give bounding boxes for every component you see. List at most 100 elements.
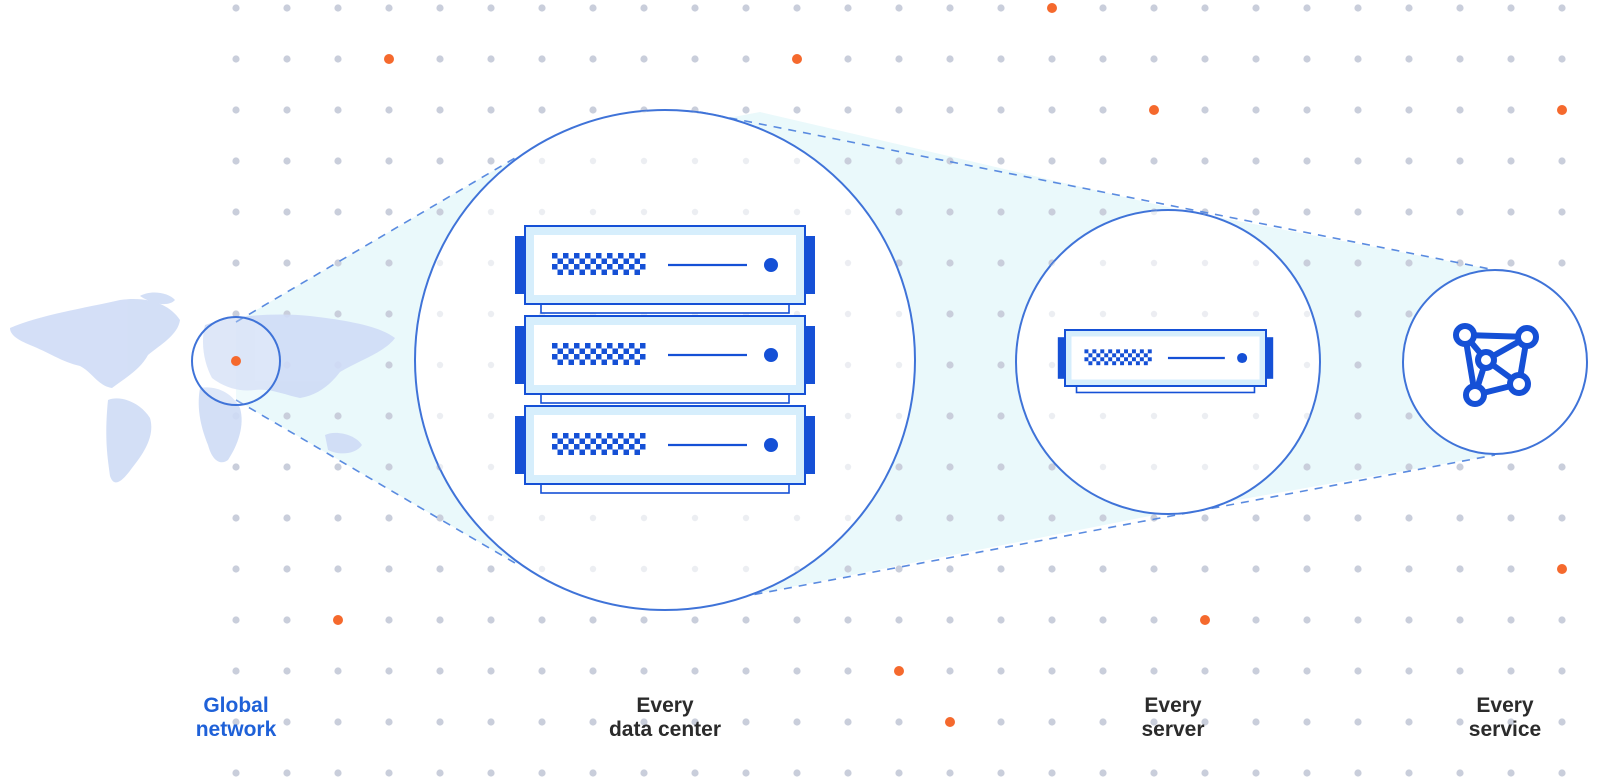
- grid-dot: [844, 769, 852, 777]
- grid-dot: [232, 514, 240, 522]
- grid-dot: [1456, 769, 1464, 777]
- grid-dot: [691, 55, 699, 63]
- grid-dot: [997, 55, 1005, 63]
- grid-dot: [1252, 55, 1260, 63]
- grid-dot: [1507, 463, 1515, 471]
- grid-dot: [1507, 667, 1515, 675]
- caption-every-server: Every server: [1063, 694, 1283, 742]
- grid-dot: [1099, 769, 1107, 777]
- grid-dot: [385, 361, 393, 369]
- grid-dot: [1405, 4, 1413, 12]
- grid-dot: [283, 259, 291, 267]
- grid-dot: [1252, 667, 1260, 675]
- grid-dot: [1405, 208, 1413, 216]
- grid-dot: [232, 55, 240, 63]
- grid-dot: [385, 718, 393, 726]
- grid-dot: [946, 412, 954, 420]
- grid-dot: [1048, 514, 1056, 522]
- caption-global-network: Global network: [126, 694, 346, 742]
- grid-dot: [1507, 106, 1515, 114]
- grid-dot: [742, 616, 750, 624]
- grid-dot: [1150, 157, 1158, 165]
- grid-dot: [997, 106, 1005, 114]
- grid-dot: [1507, 259, 1515, 267]
- grid-dot: [946, 565, 954, 573]
- grid-dot: [1303, 514, 1311, 522]
- grid-dot: [283, 667, 291, 675]
- grid-dot: [1354, 718, 1362, 726]
- grid-dot: [385, 514, 393, 522]
- grid-dot: [1507, 616, 1515, 624]
- caption-service-line1: Every: [1476, 694, 1534, 717]
- global-network-node: [191, 316, 281, 406]
- grid-dot: [997, 412, 1005, 420]
- grid-dot: [1456, 4, 1464, 12]
- grid-dot: [895, 565, 903, 573]
- highlight-dot: [1557, 105, 1567, 115]
- grid-dot: [334, 565, 342, 573]
- server-unit: [515, 315, 815, 404]
- grid-dot: [895, 55, 903, 63]
- grid-dot: [691, 4, 699, 12]
- grid-dot: [742, 4, 750, 12]
- grid-dot: [1150, 667, 1158, 675]
- grid-dot: [1456, 514, 1464, 522]
- grid-dot: [232, 106, 240, 114]
- grid-dot: [1354, 514, 1362, 522]
- grid-dot: [1099, 565, 1107, 573]
- grid-dot: [895, 718, 903, 726]
- caption-every-data-center: Every data center: [555, 694, 775, 742]
- grid-dot: [1507, 55, 1515, 63]
- grid-dot: [334, 667, 342, 675]
- grid-dot: [997, 514, 1005, 522]
- grid-dot: [334, 4, 342, 12]
- grid-dot: [1048, 208, 1056, 216]
- grid-dot: [640, 4, 648, 12]
- grid-dot: [946, 55, 954, 63]
- grid-dot: [1507, 157, 1515, 165]
- grid-dot: [1201, 55, 1209, 63]
- grid-dot: [436, 769, 444, 777]
- grid-dot: [997, 616, 1005, 624]
- grid-dot: [997, 667, 1005, 675]
- grid-dot: [844, 718, 852, 726]
- grid-dot: [334, 769, 342, 777]
- grid-dot: [946, 769, 954, 777]
- grid-dot: [283, 106, 291, 114]
- grid-dot: [334, 55, 342, 63]
- grid-dot: [283, 4, 291, 12]
- grid-dot: [487, 718, 495, 726]
- grid-dot: [1405, 259, 1413, 267]
- server-node: [1015, 209, 1321, 515]
- grid-dot: [997, 463, 1005, 471]
- grid-dot: [1048, 157, 1056, 165]
- grid-dot: [946, 514, 954, 522]
- grid-dot: [487, 106, 495, 114]
- grid-dot: [742, 667, 750, 675]
- grid-dot: [334, 157, 342, 165]
- grid-dot: [1354, 4, 1362, 12]
- grid-dot: [844, 55, 852, 63]
- grid-dot: [691, 718, 699, 726]
- grid-dot: [436, 718, 444, 726]
- grid-dot: [385, 310, 393, 318]
- grid-dot: [334, 718, 342, 726]
- grid-dot: [1354, 55, 1362, 63]
- grid-dot: [436, 208, 444, 216]
- grid-dot: [997, 769, 1005, 777]
- grid-dot: [946, 310, 954, 318]
- grid-dot: [1048, 106, 1056, 114]
- grid-dot: [589, 718, 597, 726]
- grid-dot: [1303, 208, 1311, 216]
- grid-dot: [232, 463, 240, 471]
- grid-dot: [487, 616, 495, 624]
- grid-dot: [334, 106, 342, 114]
- grid-dot: [1405, 463, 1413, 471]
- grid-dot: [895, 514, 903, 522]
- grid-dot: [1558, 55, 1566, 63]
- grid-dot: [436, 565, 444, 573]
- caption-every-service: Every service: [1395, 694, 1615, 742]
- grid-dot: [1303, 259, 1311, 267]
- grid-dot: [1099, 667, 1107, 675]
